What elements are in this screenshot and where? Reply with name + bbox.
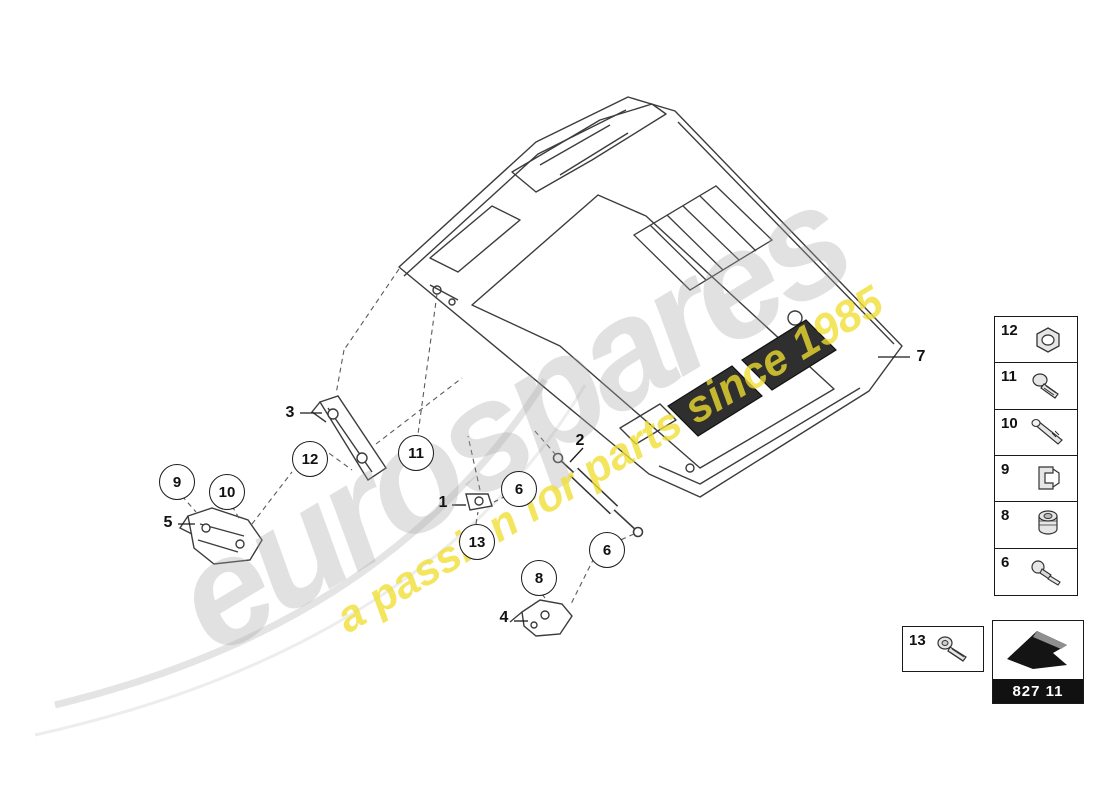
fastener-sidebar: 12 11 10 9 8 (994, 316, 1078, 596)
hood-air-scoops (667, 319, 837, 437)
callout-6-upper[interactable]: 6 (501, 471, 537, 507)
part-label-2[interactable]: 2 (575, 432, 585, 449)
sidebar-item-9[interactable]: 9 (994, 454, 1078, 503)
sidebar-item-12[interactable]: 12 (994, 316, 1078, 364)
screw-icon (931, 634, 978, 664)
stud-bolt-icon (1023, 418, 1072, 448)
clamp-part-1 (465, 493, 493, 511)
part-label-7[interactable]: 7 (916, 348, 926, 365)
shoulder-bolt-icon (1023, 557, 1072, 587)
callout-12[interactable]: 12 (292, 441, 328, 477)
callout-13[interactable]: 13 (459, 524, 495, 560)
part-group-arrow-icon (993, 621, 1083, 679)
part-label-5[interactable]: 5 (163, 514, 173, 531)
part-label-3[interactable]: 3 (285, 404, 295, 421)
flange-screw-icon (1023, 371, 1072, 401)
watermark-brand: eurospares (144, 153, 875, 686)
swoosh-curves (34, 378, 587, 737)
sidebar-item-11[interactable]: 11 (994, 362, 1078, 411)
callout-10[interactable]: 10 (209, 474, 245, 510)
sidebar-item-8[interactable]: 8 (994, 501, 1078, 550)
legend-item-13-label: 13 (909, 632, 926, 649)
hood-vent-slats (632, 185, 774, 291)
sidebar-item-10[interactable]: 10 (994, 408, 1078, 457)
sidebar-item-9-label: 9 (1001, 460, 1010, 478)
sidebar-item-6[interactable]: 6 (994, 547, 1078, 596)
callout-11[interactable]: 11 (398, 435, 434, 471)
hex-nut-icon (1023, 325, 1072, 355)
part-label-4[interactable]: 4 (499, 609, 509, 626)
hinge-part-4 (509, 599, 573, 637)
sidebar-item-8-label: 8 (1001, 507, 1010, 525)
hood-outline (398, 96, 903, 498)
gas-strut-part-2 (552, 452, 644, 538)
bracket-part-5 (178, 507, 263, 565)
callout-9[interactable]: 9 (159, 464, 195, 500)
sidebar-item-11-label: 11 (1001, 368, 1017, 386)
part-label-1[interactable]: 1 (438, 494, 448, 511)
retaining-clip-icon (1023, 463, 1072, 495)
sidebar-item-12-label: 12 (1001, 322, 1018, 339)
callout-8[interactable]: 8 (521, 560, 557, 596)
socket-bolt-icon (1023, 509, 1072, 541)
legend-item-13[interactable]: 13 (902, 626, 984, 672)
callout-6-lower[interactable]: 6 (589, 532, 625, 568)
sidebar-item-6-label: 6 (1001, 553, 1010, 571)
watermark-tagline: a passion for parts since 1985 (327, 276, 892, 643)
part-group-box[interactable]: 827 11 (992, 620, 1084, 704)
sidebar-item-10-label: 10 (1001, 414, 1018, 432)
part-group-code: 827 11 (993, 679, 1083, 703)
